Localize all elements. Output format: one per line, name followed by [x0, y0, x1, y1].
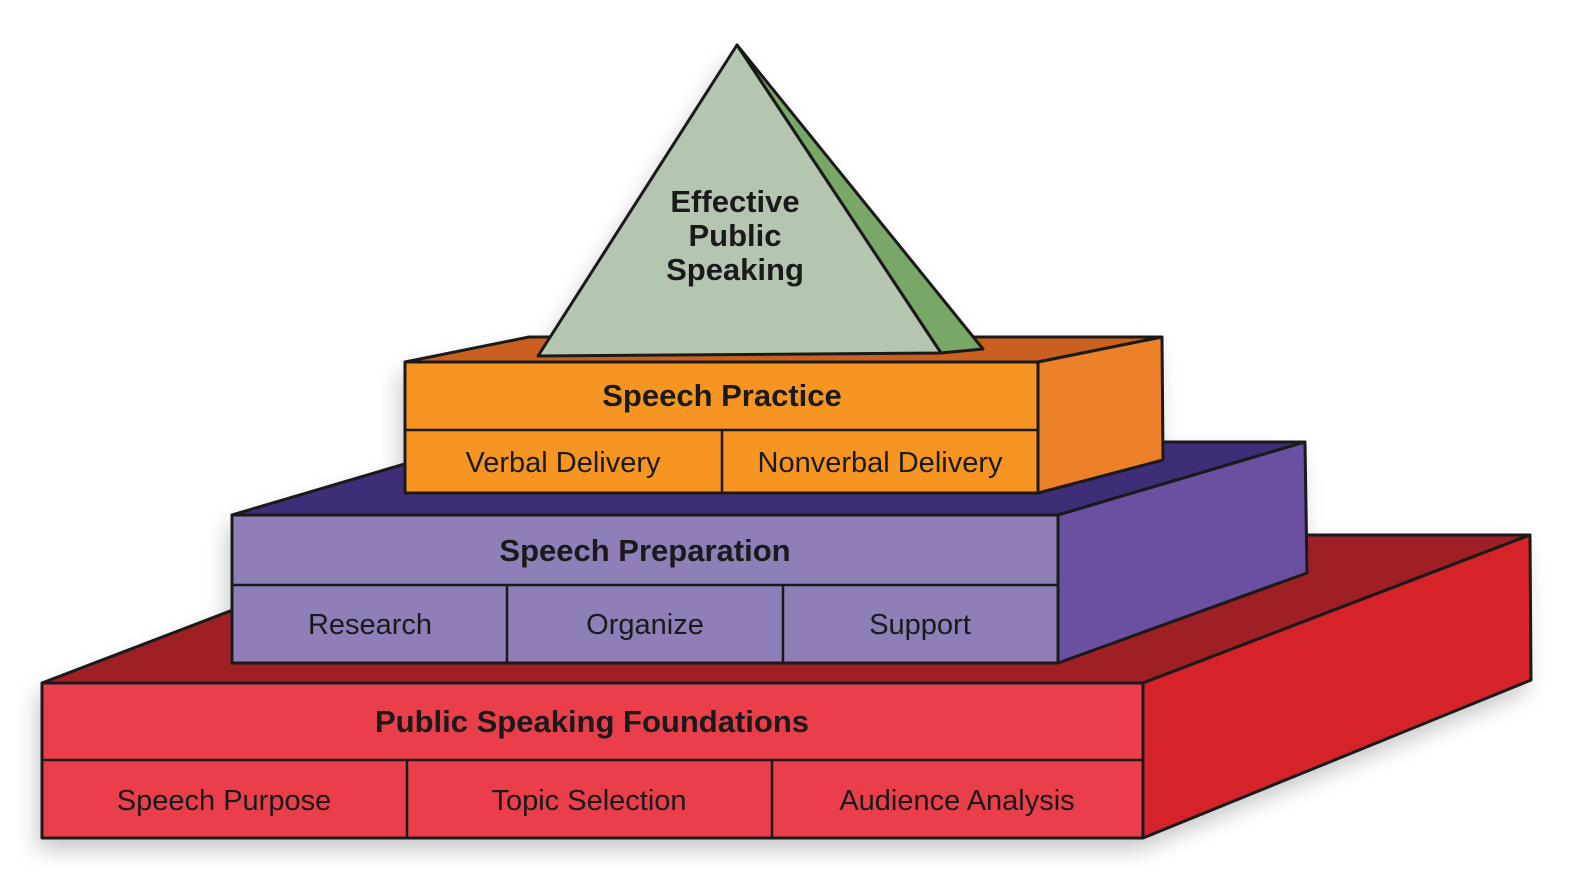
- foundations-item-label: Topic Selection: [491, 785, 686, 817]
- practice-title: Speech Practice: [602, 378, 842, 413]
- foundations-item-label: Speech Purpose: [117, 785, 331, 817]
- preparation-item-label: Support: [869, 609, 971, 641]
- preparation-front-face: [230, 513, 1060, 665]
- foundations-title: Public Speaking Foundations: [375, 704, 809, 739]
- preparation-item-label: Organize: [586, 609, 704, 641]
- practice-layer: Speech Practice Verbal Delivery Nonverba…: [403, 335, 1165, 495]
- practice-item-label: Nonverbal Delivery: [758, 447, 1003, 479]
- apex-title-line: Effective: [670, 184, 799, 219]
- apex-title-line: Speaking: [666, 252, 804, 287]
- foundations-item-label: Audience Analysis: [839, 785, 1074, 817]
- practice-item-label: Verbal Delivery: [465, 447, 661, 479]
- apex-title-line: Public: [688, 218, 781, 253]
- preparation-item-label: Research: [308, 609, 432, 641]
- preparation-title: Speech Preparation: [499, 533, 790, 568]
- apex-pyramid: Effective Public Speaking: [536, 43, 985, 358]
- practice-front-face: [403, 360, 1040, 495]
- apex-front-face: [536, 43, 943, 358]
